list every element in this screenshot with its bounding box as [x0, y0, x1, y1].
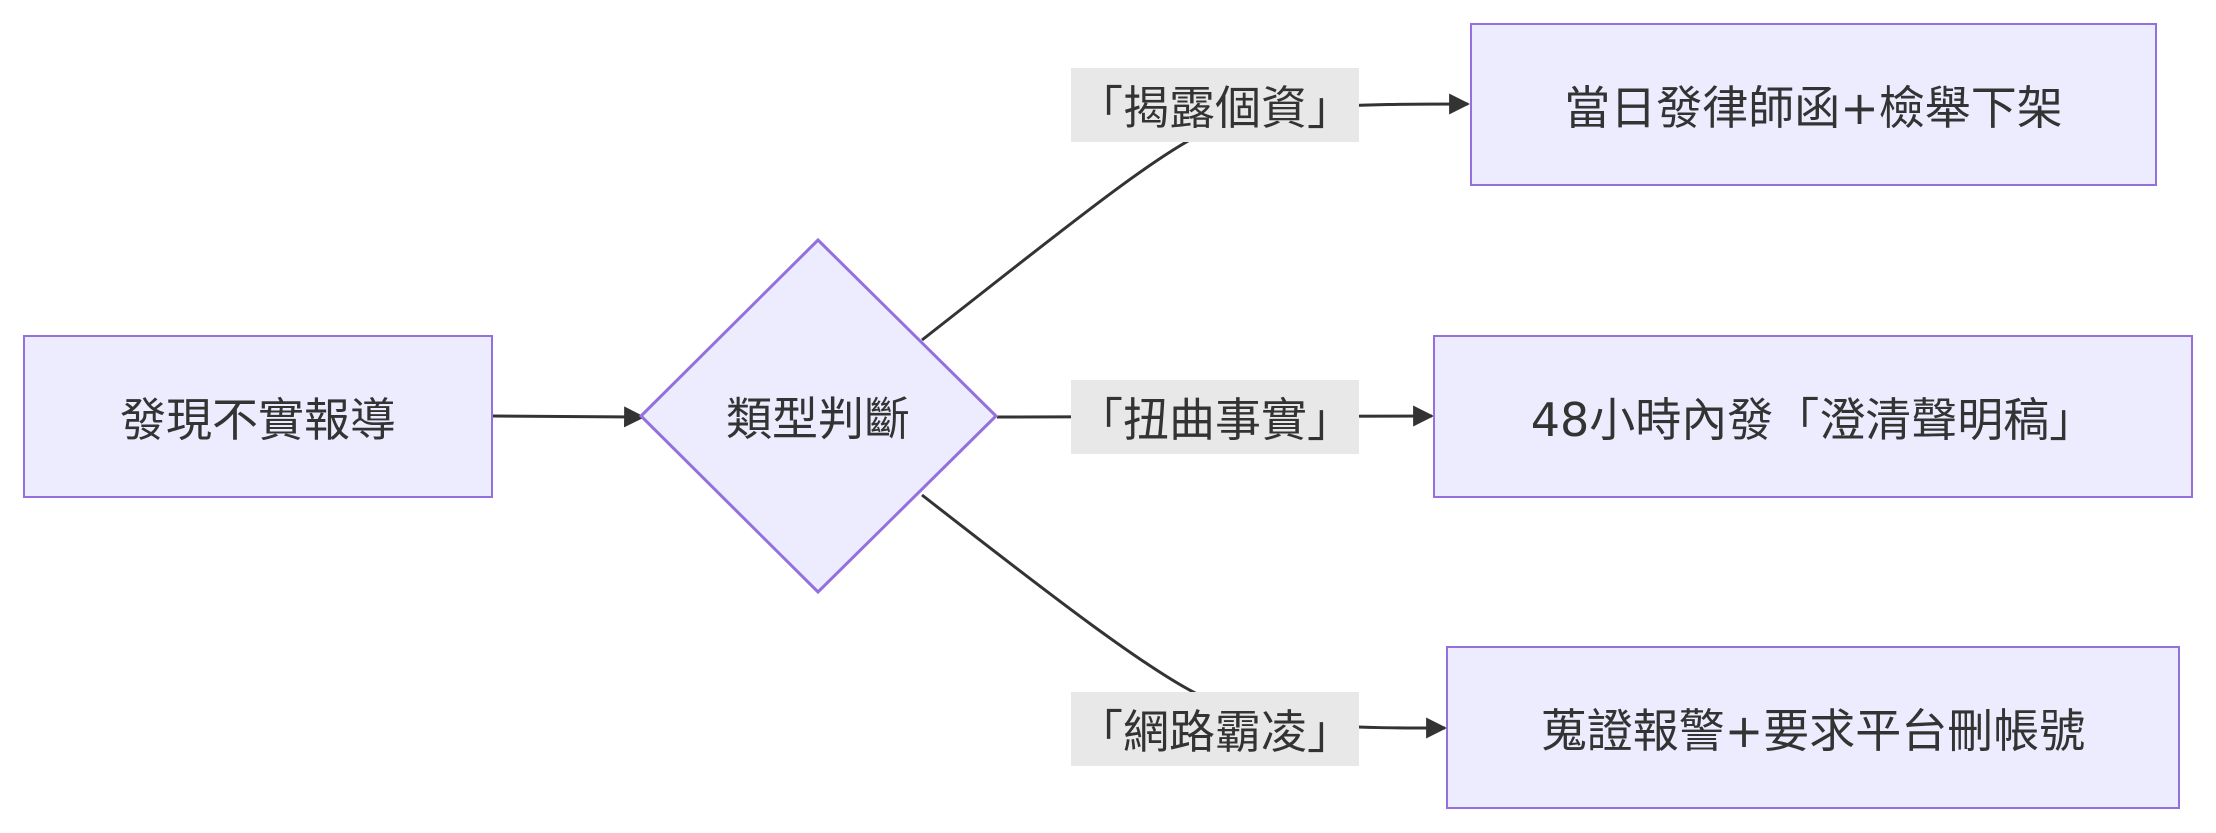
node-distort-outcome-label: 48小時內發「澄清聲明稿」	[1530, 392, 2096, 447]
edge-label-distort: 「扭曲事實」	[1071, 380, 1359, 454]
decision-diamond	[638, 237, 999, 595]
edge-start-to-decision	[492, 406, 646, 428]
node-privacy-outcome-label: 當日發律師函+檢舉下架	[1564, 80, 2063, 135]
edge-label-bully-text: 「網路霸凌」	[1077, 705, 1353, 759]
node-bully-outcome-label: 蒐證報警+要求平台刪帳號	[1540, 703, 2086, 758]
node-bully-outcome: 蒐證報警+要求平台刪帳號	[1446, 646, 2180, 809]
node-privacy-outcome: 當日發律師函+檢舉下架	[1470, 23, 2157, 186]
edge-label-privacy: 「揭露個資」	[1071, 68, 1359, 142]
node-decision-label: 類型判斷	[680, 376, 956, 456]
edge-label-distort-text: 「扭曲事實」	[1077, 393, 1353, 447]
decision-text: 類型判斷	[726, 392, 910, 446]
edge-label-privacy-text: 「揭露個資」	[1077, 81, 1353, 135]
node-start-label: 發現不實報導	[120, 392, 396, 447]
node-distort-outcome: 48小時內發「澄清聲明稿」	[1433, 335, 2193, 498]
edge-label-bully: 「網路霸凌」	[1071, 692, 1359, 766]
node-start: 發現不實報導	[23, 335, 493, 498]
